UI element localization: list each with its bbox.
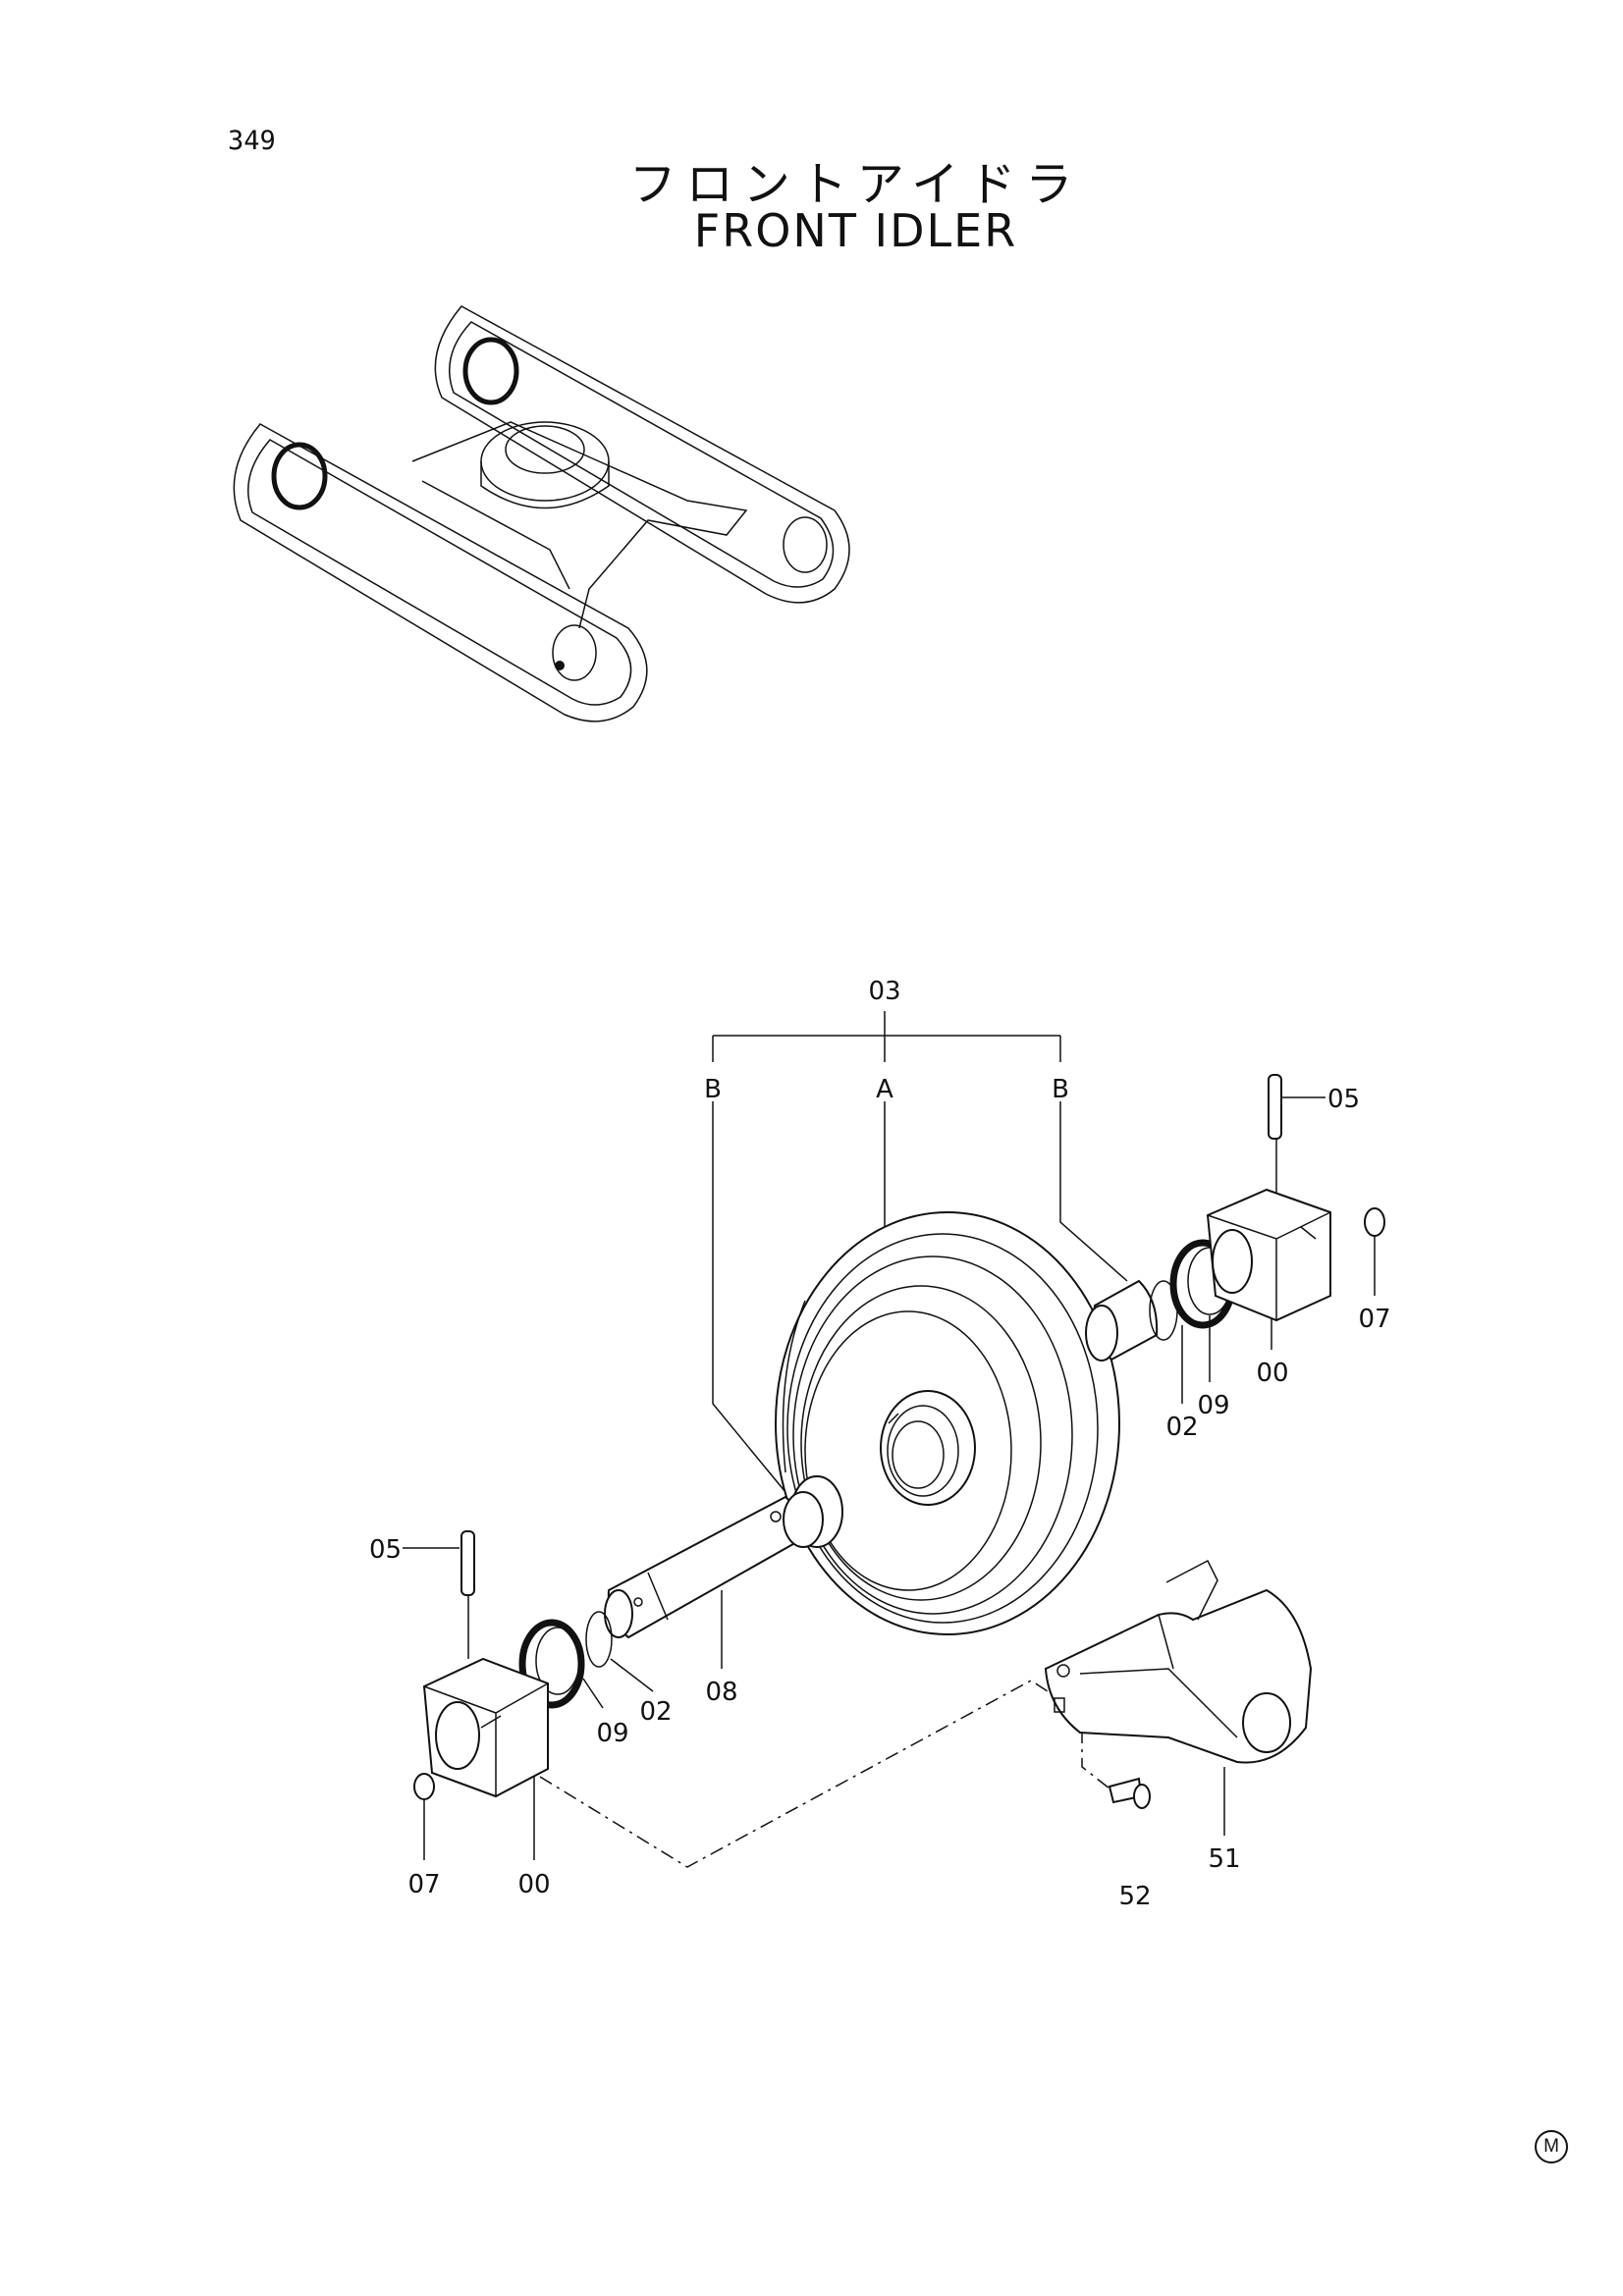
label-51: 51 bbox=[1208, 1844, 1240, 1874]
label-a: A bbox=[876, 1075, 893, 1104]
idler-shaft bbox=[604, 1475, 843, 1639]
label-02-right: 02 bbox=[1165, 1413, 1198, 1442]
leader-lines bbox=[403, 1011, 1376, 1868]
label-b-left: B bbox=[704, 1075, 722, 1104]
idler-yoke-and-bolt bbox=[1044, 1559, 1313, 1809]
label-08: 08 bbox=[705, 1678, 737, 1707]
label-09-left: 09 bbox=[596, 1719, 628, 1748]
label-03: 03 bbox=[868, 977, 900, 1006]
circled-m-mark: M bbox=[1535, 2130, 1568, 2163]
label-07-right: 07 bbox=[1358, 1305, 1390, 1334]
label-05-right: 05 bbox=[1327, 1085, 1360, 1114]
title-english: FRONT IDLER bbox=[693, 204, 1018, 257]
label-b-right: B bbox=[1052, 1075, 1069, 1104]
label-52: 52 bbox=[1118, 1882, 1151, 1911]
left-bearing-assembly bbox=[413, 1530, 613, 1800]
label-09-right: 09 bbox=[1197, 1391, 1229, 1420]
label-05-left: 05 bbox=[369, 1535, 402, 1565]
part-labels: 03 A B B 05 07 00 02 09 05 08 02 09 07 0… bbox=[369, 977, 1391, 1911]
right-bearing-assembly bbox=[1085, 1074, 1385, 1362]
idler-wheel bbox=[775, 1211, 1120, 1635]
label-07-left: 07 bbox=[407, 1870, 440, 1899]
title-japanese: フロントアイドラ bbox=[628, 157, 1083, 212]
page-number: 349 bbox=[228, 126, 276, 156]
label-00-right: 00 bbox=[1256, 1359, 1288, 1388]
label-02-left: 02 bbox=[639, 1697, 672, 1727]
label-00-left: 00 bbox=[517, 1870, 550, 1899]
undercarriage-overview-drawing bbox=[233, 305, 850, 722]
